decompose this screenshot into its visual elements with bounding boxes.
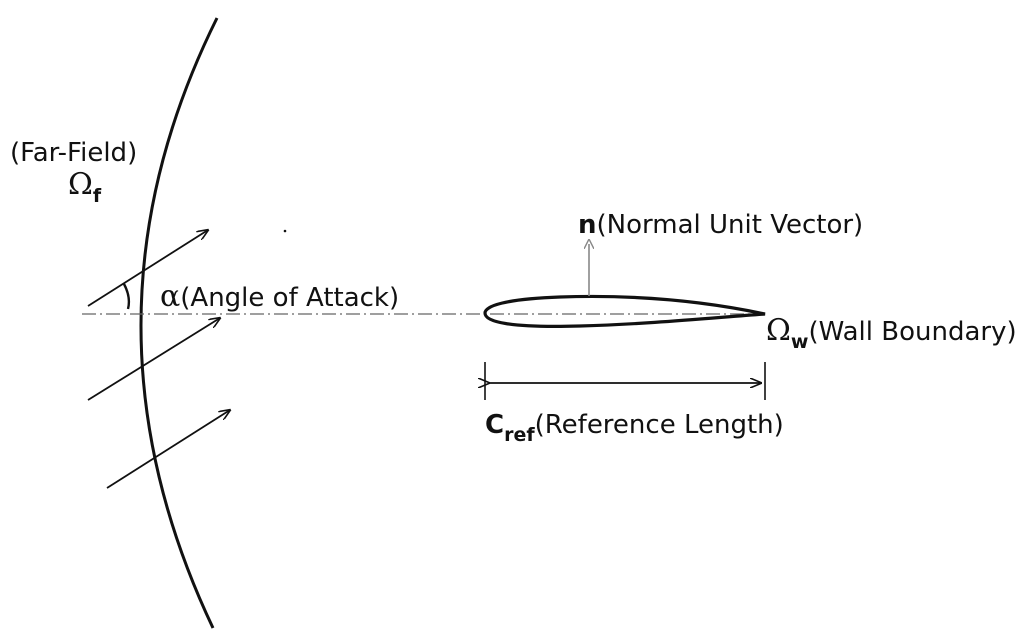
omega-f-subscript: f [92,185,102,207]
c-ref-symbol: C [485,410,505,440]
freestream-arrow [106,410,230,489]
far-field-symbol: Ωf [68,167,101,206]
angle-arc [122,283,131,310]
freestream-arrow [87,230,208,307]
reference-length-label: Cref(Reference Length) [485,410,784,445]
normal-vector-label: n(Normal Unit Vector) [578,212,863,238]
wall-boundary-text: (Wall Boundary) [808,317,1017,347]
normal-vector-text: (Normal Unit Vector) [596,210,864,240]
far-field-boundary [139,17,219,629]
alpha-symbol: α [160,279,181,314]
normal-n-symbol: n [578,210,597,240]
far-field-label: (Far-Field) [10,138,138,168]
reference-length-text: (Reference Length) [534,410,784,440]
angle-of-attack-text: (Angle of Attack) [180,283,400,313]
omega-w-symbol: Ω [766,313,791,348]
wall-boundary-label: Ωw(Wall Boundary) [766,313,1017,352]
c-ref-subscript: ref [504,424,535,446]
airfoil [483,294,766,328]
omega-f-symbol: Ω [68,167,93,202]
stray-dot [283,229,287,233]
freestream-arrow [87,318,220,401]
omega-w-subscript: w [790,331,809,353]
angle-of-attack-label: α(Angle of Attack) [160,282,399,312]
